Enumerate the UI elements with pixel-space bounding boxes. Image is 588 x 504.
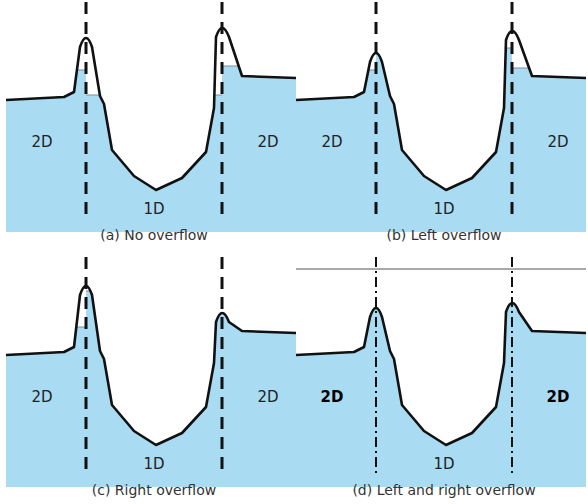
water-body	[376, 48, 512, 232]
region-label: 2D	[547, 388, 570, 406]
coupling-line	[375, 257, 377, 477]
region-label: 1D	[433, 200, 454, 218]
caption: (a) No overflow	[100, 226, 208, 244]
region-label: 2D	[321, 133, 342, 151]
coupling-line	[375, 2, 378, 222]
region-label: 1D	[143, 200, 164, 218]
water-surface	[222, 313, 296, 314]
region-label: 2D	[547, 133, 568, 151]
coupling-line	[511, 2, 514, 222]
water-surface	[86, 95, 222, 96]
water-body	[296, 269, 586, 487]
coupling-line	[85, 257, 88, 477]
region-label: 2D	[31, 133, 52, 151]
ground-profile	[6, 28, 296, 190]
region-label: 1D	[433, 455, 454, 473]
region-label: 2D	[31, 388, 52, 406]
water-surface	[296, 269, 586, 270]
caption: (c) Right overflow	[92, 481, 216, 499]
coupling-line	[221, 257, 224, 477]
region-label: 2D	[321, 388, 344, 406]
water-surface	[222, 66, 296, 67]
ground-profile	[296, 303, 586, 445]
water-body	[222, 66, 296, 232]
region-label: 1D	[143, 455, 164, 473]
water-surface	[86, 291, 222, 292]
water-surface	[6, 327, 86, 328]
water-surface	[6, 70, 86, 71]
water-surface	[296, 70, 376, 71]
water-body	[86, 291, 222, 487]
ground-profile	[296, 31, 586, 190]
water-body	[6, 327, 86, 487]
panel-cross-section	[296, 2, 586, 232]
coupling-line	[511, 257, 513, 477]
coupling-line	[85, 2, 88, 222]
region-label: 2D	[257, 388, 278, 406]
panel-cross-section	[6, 2, 296, 232]
water-surface	[296, 269, 586, 270]
caption: (b) Left overflow	[386, 226, 501, 244]
water-body	[296, 70, 376, 232]
panel-cross-section	[6, 257, 296, 487]
ground-profile	[6, 286, 296, 445]
caption: (d) Left and right overflow	[352, 481, 535, 499]
water-body	[512, 68, 586, 232]
coupling-line	[221, 2, 224, 222]
water-surface	[512, 68, 586, 69]
panel-cross-section	[296, 257, 586, 487]
water-body	[222, 313, 296, 487]
water-surface	[376, 48, 512, 49]
region-label: 2D	[257, 133, 278, 151]
water-body	[6, 70, 86, 232]
